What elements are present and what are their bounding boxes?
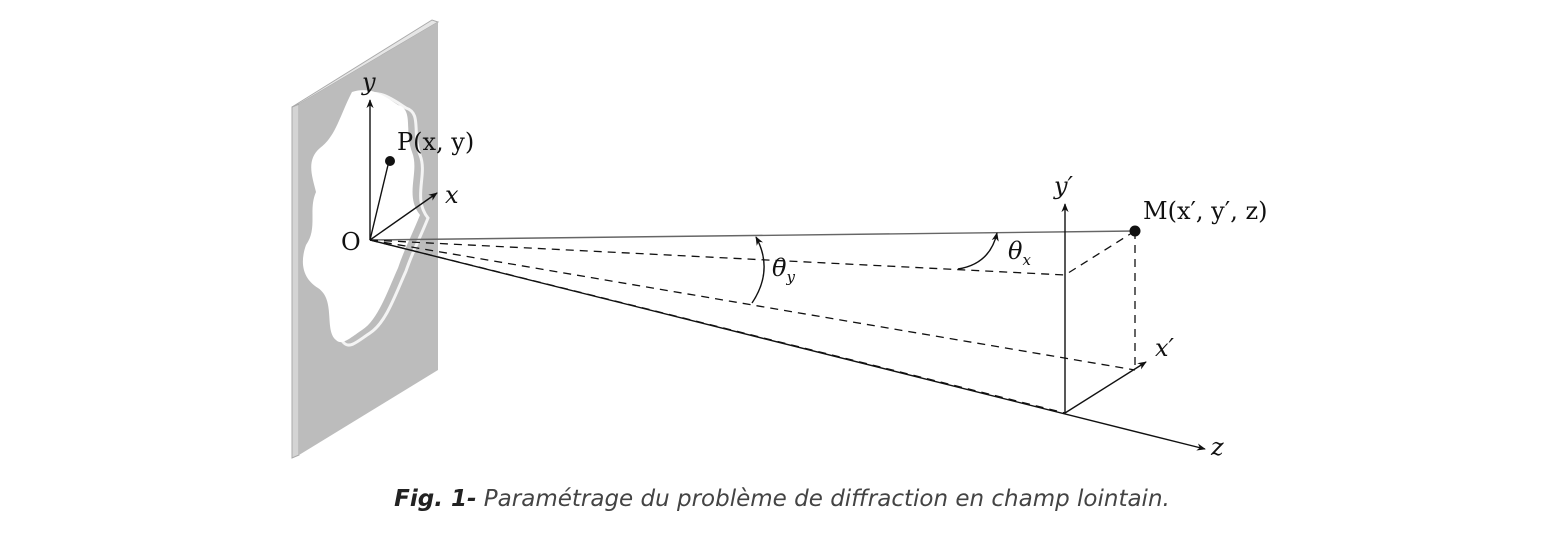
- ray-om: [369, 230, 1136, 241]
- theta-x-arc: [957, 232, 999, 270]
- projection-ray-yz: [369, 239, 1066, 276]
- caption-text: Paramétrage du problème de diffraction e…: [476, 486, 1170, 512]
- x-axis: [369, 192, 438, 241]
- point-m-label: M(x′, y′, z): [1143, 197, 1267, 225]
- axes: [366, 99, 1206, 451]
- y-prime-label: y′: [1053, 172, 1074, 200]
- aperture: [302, 90, 430, 347]
- x-axis-label: x: [445, 181, 459, 209]
- point-p-label: P(x, y): [397, 128, 474, 156]
- figure-caption: Fig. 1- Paramétrage du problème de diffr…: [0, 486, 1564, 512]
- z-axis-label: z: [1210, 433, 1224, 461]
- projection-ray-xz: [369, 239, 1136, 371]
- x-prime-axis: [1064, 361, 1147, 414]
- point-p-dot: [385, 156, 395, 166]
- z-axis: [369, 239, 1206, 451]
- caption-figure-number: Fig. 1-: [394, 486, 477, 512]
- x-prime-label: x′: [1155, 334, 1175, 362]
- theta-x-label: θx: [1008, 237, 1031, 269]
- projection-m-y: [1064, 230, 1136, 276]
- theta-y-arc: [751, 236, 765, 304]
- y-axis-label: y: [361, 68, 376, 96]
- op-line: [369, 164, 389, 241]
- theta-y-label: θy: [772, 254, 795, 286]
- point-m-dot: [1129, 225, 1141, 237]
- origin-label: O: [341, 228, 361, 256]
- angle-arcs: [751, 232, 999, 304]
